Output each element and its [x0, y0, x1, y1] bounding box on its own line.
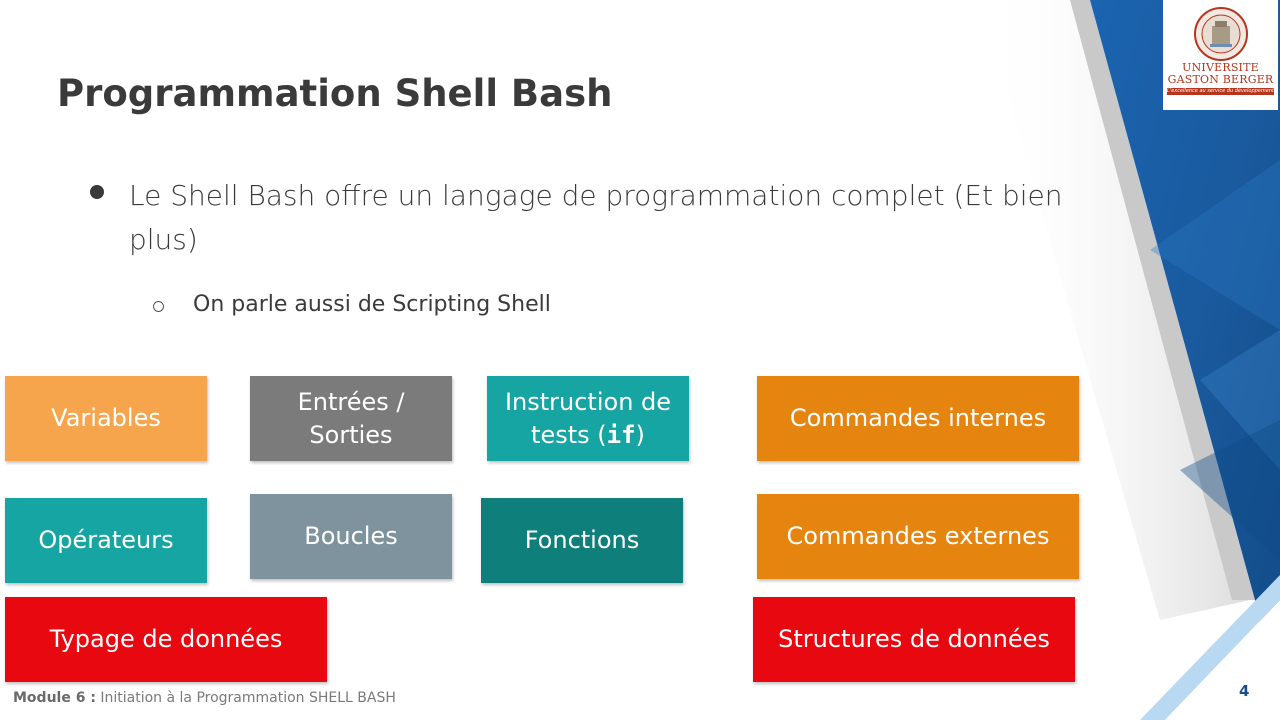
box-commandes-internes[interactable]: Commandes internes [757, 376, 1079, 461]
logo-tagline: L'excellence au service du développement [1167, 88, 1274, 95]
box-entrees-sorties-label: Entrées /Sorties [297, 387, 405, 449]
page-number: 4 [1239, 682, 1250, 700]
box-commandes-internes-label: Commandes internes [789, 404, 1047, 432]
box-entrees-sorties[interactable]: Entrées /Sorties [250, 376, 452, 461]
footer-module-label: Module 6 : [13, 690, 96, 706]
footer-text: Initiation à la Programmation SHELL BASH [100, 690, 396, 706]
university-seal-icon [1193, 7, 1248, 61]
box-operateurs-label: Opérateurs [38, 526, 174, 554]
hollow-circle-bullet-icon [153, 301, 164, 312]
slide-title: Programmation Shell Bash [57, 72, 613, 115]
box-typage-donnees-label: Typage de données [49, 625, 283, 653]
box-structures-donnees-label: Structures de données [778, 625, 1050, 653]
box-variables[interactable]: Variables [5, 376, 207, 461]
box-operateurs[interactable]: Opérateurs [5, 498, 207, 583]
bullet-dot-icon [90, 185, 104, 199]
main-bullet-text: Le Shell Bash offre un langage de progra… [129, 179, 1063, 256]
box-variables-label: Variables [51, 404, 161, 432]
footer: Module 6 : Initiation à la Programmation… [13, 690, 396, 706]
box-commandes-externes[interactable]: Commandes externes [757, 494, 1079, 579]
box-boucles-label: Boucles [304, 522, 398, 550]
box-structures-donnees[interactable]: Structures de données [753, 597, 1075, 682]
box-typage-donnees[interactable]: Typage de données [5, 597, 327, 682]
box-boucles[interactable]: Boucles [250, 494, 452, 579]
university-logo: UNIVERSITE GASTON BERGER L'excellence au… [1163, 0, 1278, 110]
box-fonctions-label: Fonctions [524, 526, 640, 554]
box-commandes-externes-label: Commandes externes [786, 522, 1050, 550]
sub-bullet-text: On parle aussi de Scripting Shell [193, 292, 551, 317]
box-fonctions[interactable]: Fonctions [481, 498, 683, 583]
logo-text-line1: UNIVERSITE [1182, 61, 1259, 74]
logo-text-line2: GASTON BERGER [1167, 73, 1274, 86]
